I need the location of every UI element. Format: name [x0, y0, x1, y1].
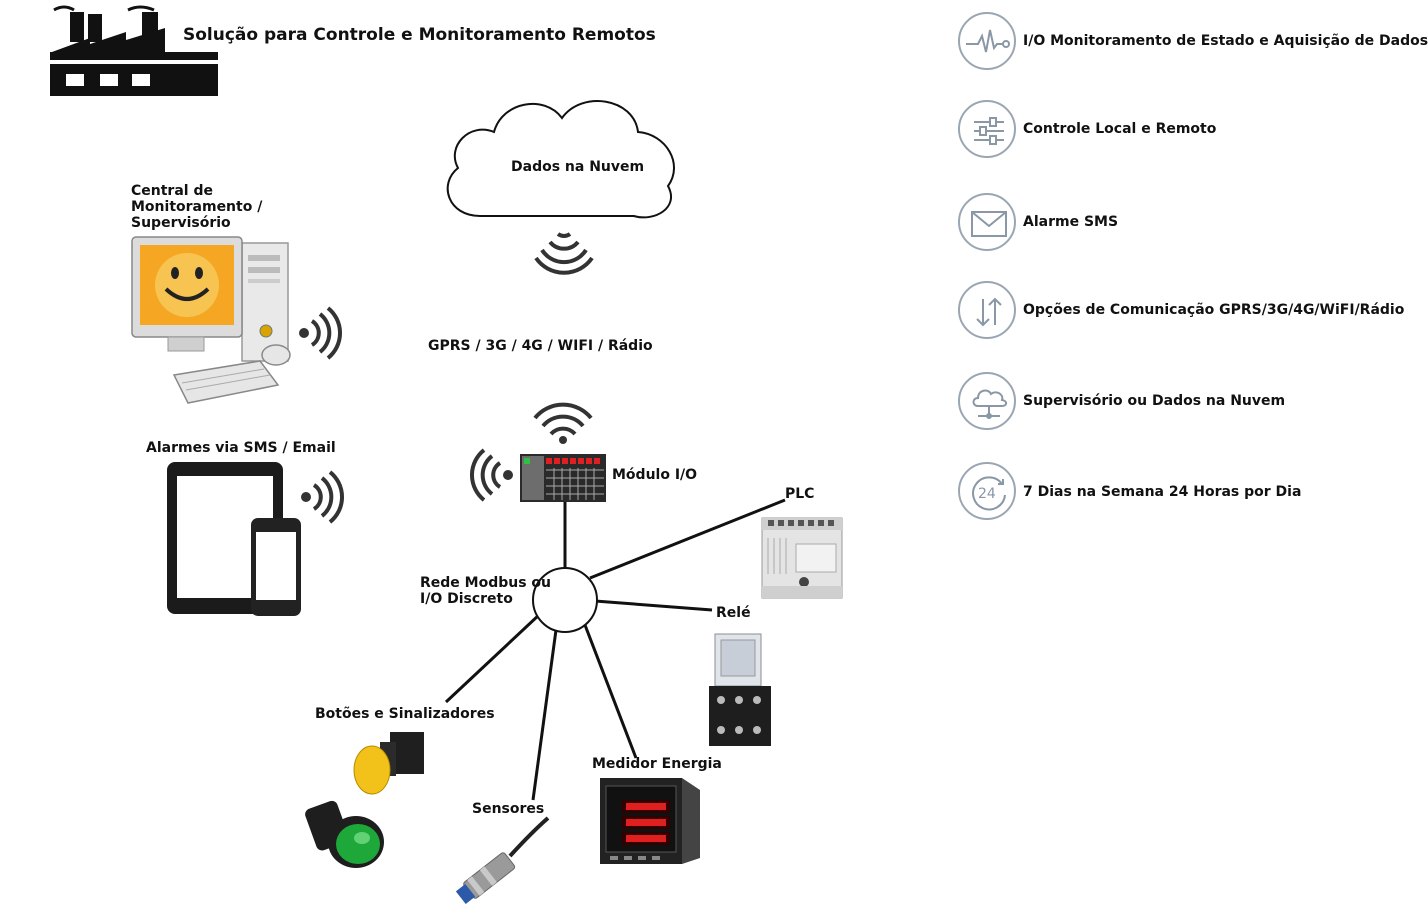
- push-button-icon: [353, 732, 424, 795]
- cloud-icon: [446, 100, 675, 219]
- computer-icon: [131, 236, 291, 404]
- relay-label: Relé: [716, 605, 751, 621]
- cloud-wifi-icon: [534, 232, 594, 275]
- feature-label-4: Opções de Comunicação GPRS/3G/4G/WiFI/Rá…: [1023, 302, 1405, 318]
- sensors-label: Sensores: [472, 801, 545, 817]
- clock-24-icon: 24: [958, 462, 1016, 520]
- svg-text:24: 24: [978, 486, 996, 502]
- envelope-icon: [958, 193, 1016, 251]
- feature-label-6: 7 Dias na Semana 24 Horas por Dia: [1023, 484, 1302, 500]
- io-module-label: Módulo I/O: [612, 467, 698, 483]
- energy-meter-icon: [600, 778, 700, 864]
- alarms-label: Alarmes via SMS / Email: [146, 440, 336, 456]
- station-label-line2: Monitoramento /: [131, 199, 263, 215]
- tablet-phone-icon: [167, 462, 301, 616]
- network-label-line2: I/O Discreto: [420, 591, 513, 607]
- feature-label-2: Controle Local e Remoto: [1023, 121, 1217, 137]
- io-module-wifi-left-icon: [470, 448, 513, 502]
- signal-lamp-icon: [305, 800, 384, 868]
- page-title: Solução para Controle e Monitoramento Re…: [183, 25, 656, 45]
- station-label-line3: Supervisório: [131, 215, 231, 231]
- sliders-icon: [958, 100, 1016, 158]
- alarm-wifi-icon: [301, 470, 344, 524]
- station-label-line1: Central de: [131, 183, 213, 199]
- feature-label-3: Alarme SMS: [1023, 214, 1119, 230]
- io-module-icon: [520, 454, 606, 502]
- plc-icon: [761, 517, 843, 599]
- plc-label: PLC: [785, 486, 815, 502]
- network-label-line1: Rede Modbus ou: [420, 575, 552, 591]
- buttons-label: Botões e Sinalizadores: [315, 706, 495, 722]
- cloud-network-icon: [958, 372, 1016, 430]
- cloud-label: Dados na Nuvem: [511, 159, 645, 175]
- updown-arrows-icon: [958, 281, 1016, 339]
- relay-icon: [709, 633, 771, 746]
- energy-meter-label: Medidor Energia: [592, 756, 722, 772]
- network-wiring: [444, 498, 786, 801]
- station-wifi-icon: [299, 306, 342, 360]
- feature-label-5: Supervisório ou Dados na Nuvem: [1023, 393, 1286, 409]
- factory-logo-icon: [50, 5, 218, 96]
- sensor-icon: [455, 816, 550, 905]
- pulse-icon: [958, 12, 1016, 70]
- comm-label: GPRS / 3G / 4G / WIFI / Rádio: [428, 338, 653, 354]
- feature-label-1: I/O Monitoramento de Estado e Aquisição …: [1023, 33, 1428, 49]
- io-module-wifi-up-icon: [533, 402, 593, 444]
